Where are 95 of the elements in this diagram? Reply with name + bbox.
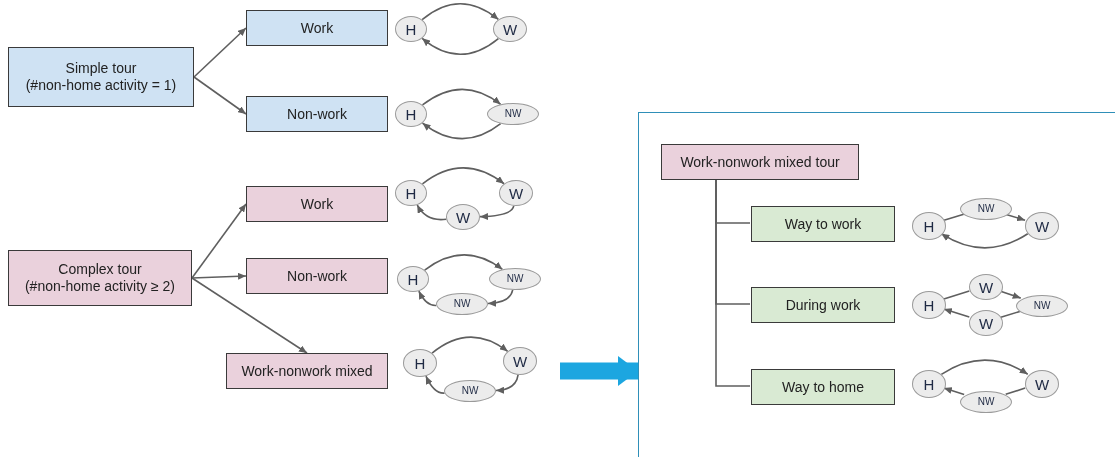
arrow — [193, 27, 247, 78]
place-label: W — [1034, 376, 1050, 392]
arrow — [191, 277, 308, 354]
place-label: W — [455, 209, 471, 225]
box-label: (#non-home activity = 1) — [25, 77, 177, 94]
box-label: During work — [785, 296, 861, 314]
place-ellipse — [395, 16, 427, 42]
place-label: H — [923, 376, 935, 392]
place-label: NW — [461, 386, 479, 396]
place-label: W — [1034, 218, 1050, 234]
arrow — [479, 205, 515, 220]
arrow — [495, 374, 519, 394]
place-label: W — [978, 315, 994, 331]
place-ellipse — [503, 347, 537, 375]
arrow — [421, 122, 502, 140]
arrow — [191, 272, 247, 280]
place-ellipse — [969, 274, 1003, 300]
connector-line — [1000, 310, 1021, 318]
arrow — [421, 3, 500, 21]
place-ellipse — [446, 204, 480, 230]
connector-line — [943, 290, 971, 300]
category-box — [246, 186, 388, 222]
place-ellipse — [912, 370, 946, 398]
place-label: H — [405, 21, 417, 37]
place-ellipse — [912, 212, 946, 240]
place-ellipse — [1025, 370, 1059, 398]
box-label: Non-work — [287, 105, 347, 123]
arrow — [418, 290, 438, 307]
category-box — [661, 144, 859, 180]
box-label: Work-nonwork mixed tour — [680, 153, 840, 171]
place-ellipse — [1025, 212, 1059, 240]
place-label: NW — [977, 204, 995, 214]
arrow — [191, 203, 247, 279]
category-box — [8, 250, 192, 306]
place-label: NW — [1033, 301, 1051, 311]
place-ellipse — [960, 198, 1012, 220]
box-label: Work-nonwork mixed — [241, 362, 373, 380]
box-label: (#non-home activity ≥ 2) — [24, 278, 176, 295]
place-ellipse — [912, 291, 946, 319]
category-box — [751, 206, 895, 242]
place-label: W — [978, 279, 994, 295]
place-ellipse — [960, 391, 1012, 413]
place-ellipse — [487, 103, 539, 125]
block-arrow — [560, 356, 638, 386]
box-label: Way to home — [782, 378, 864, 396]
box-label: Simple tour — [65, 60, 137, 77]
arrow — [487, 289, 514, 307]
arrow — [421, 88, 502, 106]
place-label: H — [414, 355, 426, 371]
box-label: Work — [300, 19, 334, 37]
arrow — [421, 37, 500, 55]
place-label: H — [923, 297, 935, 313]
box-label: Non-work — [287, 267, 347, 285]
category-box — [8, 47, 194, 107]
place-label: NW — [504, 109, 522, 119]
category-box — [246, 96, 388, 132]
category-box — [246, 258, 388, 294]
category-box — [751, 369, 895, 405]
category-box — [751, 287, 895, 323]
arrow — [940, 359, 1029, 376]
place-ellipse — [403, 349, 437, 377]
arrow — [416, 204, 448, 221]
place-ellipse — [395, 180, 427, 206]
arrow — [943, 308, 971, 318]
place-label: H — [405, 106, 417, 122]
place-ellipse — [493, 16, 527, 42]
place-label: NW — [453, 299, 471, 309]
arrow — [431, 336, 509, 354]
place-ellipse — [444, 380, 496, 402]
place-label: H — [407, 271, 419, 287]
place-ellipse — [436, 293, 488, 315]
arrow — [193, 76, 247, 115]
place-ellipse — [395, 101, 427, 127]
box-label: Complex tour — [58, 261, 142, 278]
place-ellipse — [1016, 295, 1068, 317]
place-label: W — [508, 185, 524, 201]
place-ellipse — [969, 310, 1003, 336]
place-label: H — [405, 185, 417, 201]
place-label: W — [502, 21, 518, 37]
category-box — [226, 353, 388, 389]
place-ellipse — [489, 268, 541, 290]
arrow — [423, 254, 504, 271]
box-label: Work — [300, 195, 334, 213]
place-label: NW — [506, 274, 524, 284]
arrow — [421, 167, 505, 185]
place-ellipse — [397, 266, 429, 292]
arrow — [425, 375, 446, 394]
box-label: Way to work — [784, 215, 862, 233]
panel-frame — [638, 112, 1115, 457]
place-ellipse — [499, 180, 533, 206]
category-box — [246, 10, 388, 46]
place-label: W — [512, 353, 528, 369]
place-label: H — [923, 218, 935, 234]
arrow — [940, 232, 1029, 249]
place-label: NW — [977, 397, 995, 407]
